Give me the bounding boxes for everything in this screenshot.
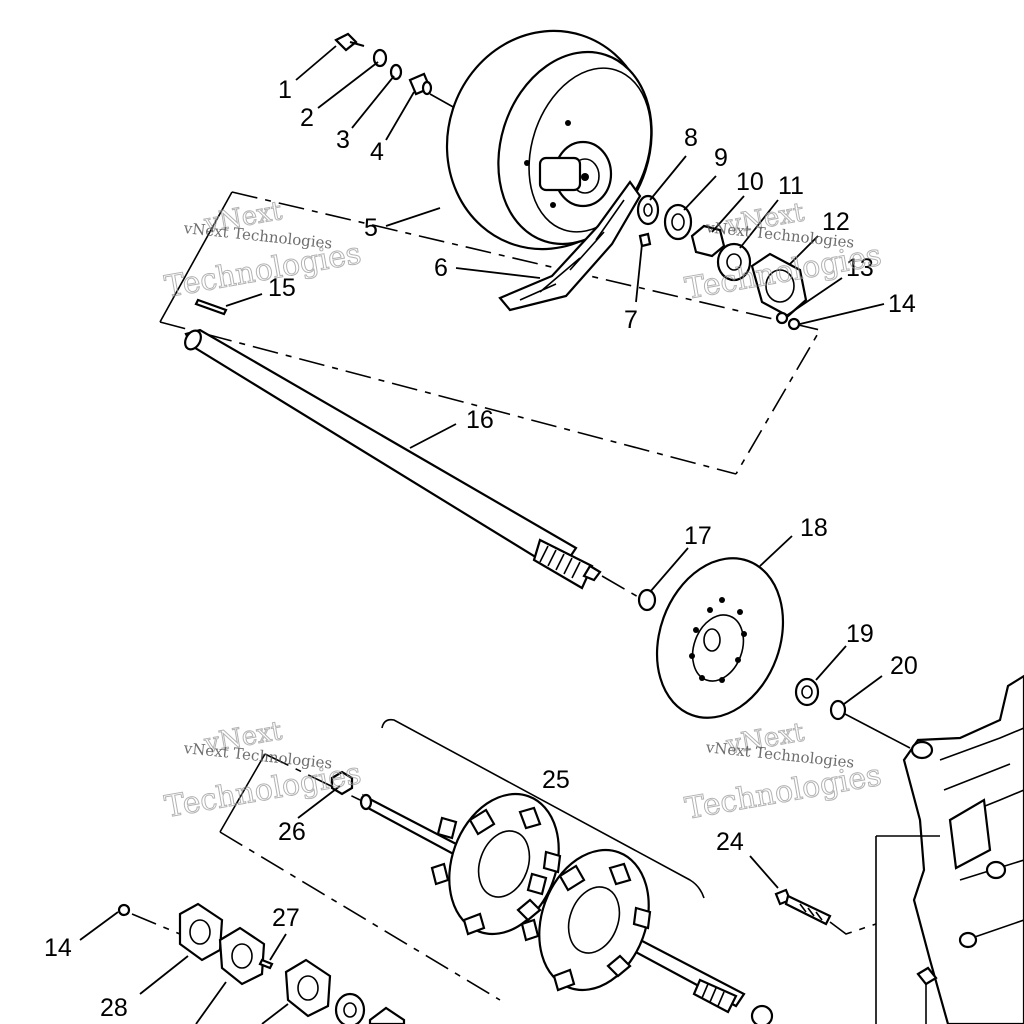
part-24-bolt [774,888,877,935]
leader-lines [79,45,885,1024]
sprocket-right [520,848,652,992]
part-bearing-lower [334,992,366,1024]
bracket-line-left [159,191,233,323]
callout-17: 17 [684,522,712,550]
part-6-belt [498,180,642,312]
callout-14: 14 [888,290,916,318]
part-28-flange [178,902,224,962]
callout-2: 2 [300,104,314,132]
part-20-o-ring [829,699,847,721]
part-27-pin [258,958,274,970]
part-11-bearing [716,242,752,282]
callout-16: 16 [466,406,494,434]
callout-8: 8 [684,124,698,152]
axis-line-mid [601,575,641,599]
callout-15: 15 [268,274,296,302]
part-hex-lower [368,1006,406,1024]
part-10-hex-nut [690,224,726,258]
callout-labels: 1 2 3 4 5 6 7 8 9 10 11 12 13 14 15 16 1… [44,76,918,1022]
chaincase-housing [875,674,1024,1024]
part-19-seal [794,677,820,707]
bracket-line-upper [231,191,822,475]
callout-14-lower: 14 [44,934,72,962]
part-7-pin [638,232,652,248]
part-13-nut [775,311,789,325]
bracket-line-lower [159,321,737,475]
part-15-key [194,298,228,316]
brake-disc-group [637,557,911,749]
callout-18: 18 [800,514,828,542]
part-9-washer [663,203,693,241]
callout-19: 19 [846,620,874,648]
part-8-washer [636,194,660,226]
part-nut-housing [916,966,938,986]
part-5-sheave [445,29,653,251]
part-shaft-end-washer [750,1004,774,1024]
bracket-25 [381,718,705,899]
part-12-flange [750,252,808,318]
sprocket-left [430,792,562,936]
callout-27: 27 [272,904,300,932]
callout-11: 11 [778,172,804,200]
svg-text:Technologies: Technologies [162,236,364,305]
callout-20: 20 [890,652,918,680]
part-3-washer [389,63,403,81]
callout-9: 9 [714,144,728,172]
callout-4: 4 [370,138,384,166]
callout-6: 6 [434,254,448,282]
callout-7: 7 [624,306,638,334]
svg-text:Technologies: Technologies [162,756,364,825]
callout-28: 28 [100,994,128,1022]
part-flange-lower [284,958,332,1018]
axis-line-housing [844,713,911,749]
callout-5: 5 [364,214,378,242]
drive-shaft-group [117,718,774,1024]
part-gasket [218,926,266,986]
driven-sheave-group [159,29,822,599]
part-4-spacer [408,72,433,96]
callout-3: 3 [336,126,350,154]
callout-10: 10 [736,168,764,196]
part-16-shaft [184,328,602,590]
part-14-nut [787,317,801,331]
callout-26: 26 [278,818,306,846]
axis-line-top [429,93,456,109]
callout-24: 24 [716,828,744,856]
part-14-nut-lower [117,903,131,917]
svg-text:Technologies: Technologies [682,758,884,827]
part-18-disc [655,557,785,719]
part-17-snap-ring [637,588,657,612]
callout-13: 13 [846,254,874,282]
callout-1: 1 [278,76,292,104]
callout-25: 25 [542,766,570,794]
callout-12: 12 [822,208,850,236]
part-1-bolt [334,32,365,52]
